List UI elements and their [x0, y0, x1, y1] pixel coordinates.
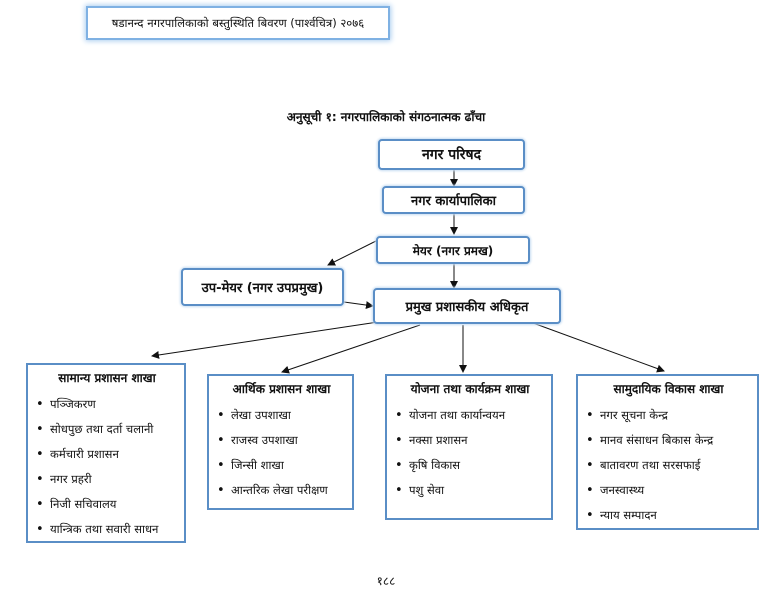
- branch-general-administration: सामान्य प्रशासन शाखा पञ्जिकरण सोधपुछ तथा…: [26, 363, 186, 543]
- branch-planning-programs: योजना तथा कार्यक्रम शाखा योजना तथा कार्य…: [385, 374, 553, 520]
- branch-community-development: सामुदायिक विकास शाखा नगर सूचना केन्द्र म…: [576, 374, 759, 530]
- arrow-cao-branch-2: [281, 324, 421, 374]
- list-item: यान्त्रिक तथा सवारी साधन: [36, 517, 178, 542]
- node-mayor: मेयर (नगर प्रमख): [376, 236, 530, 264]
- branch-title: सामुदायिक विकास शाखा: [613, 382, 724, 396]
- list-item: योजना तथा कार्यान्वयन: [395, 403, 545, 428]
- branch-title: सामान्य प्रशासन शाखा: [58, 371, 156, 385]
- list-item: कर्मचारी प्रशासन: [36, 442, 178, 467]
- node-cao-label: प्रमुख प्रशासकीय अधिकृत: [405, 300, 529, 315]
- arrow-cao-branch-1: [151, 321, 379, 359]
- list-item: राजस्व उपशाखा: [217, 428, 346, 453]
- list-item: न्याय सम्पादन: [586, 503, 751, 528]
- diagram-title: अनुसूची १: नगरपालिकाको संगठनात्मक ढाँचा: [286, 110, 486, 124]
- list-item: मानव संसाधन बिकास केन्द्र: [586, 428, 751, 453]
- node-cao: प्रमुख प्रशासकीय अधिकृत: [373, 288, 561, 324]
- list-item: बातावरण तथा सरसफाई: [586, 453, 751, 478]
- list-item: लेखा उपशाखा: [217, 403, 346, 428]
- document-header: षडानन्द नगरपालिकाको बस्तुस्थिति बिवरण (प…: [86, 6, 390, 40]
- page-number: १८८: [376, 574, 396, 588]
- arrow-cao-branch-4: [532, 322, 665, 373]
- node-deputy-mayor-label: उप-मेयर (नगर उपप्रमुख): [201, 281, 324, 296]
- node-council-label: नगर परिषद: [421, 147, 482, 163]
- node-council: नगर परिषद: [378, 139, 525, 170]
- node-mayor-label: मेयर (नगर प्रमख): [412, 243, 494, 258]
- list-item: आन्तरिक लेखा परीक्षण: [217, 478, 346, 503]
- arrow-deputy-cao: [343, 301, 374, 310]
- list-item: जनस्वास्थ्य: [586, 478, 751, 503]
- list-item: नगर प्रहरी: [36, 467, 178, 492]
- branch-title: योजना तथा कार्यक्रम शाखा: [410, 382, 530, 396]
- list-item: निजी सचिवालय: [36, 492, 178, 517]
- list-item: पशु सेवा: [395, 478, 545, 503]
- arrow-mayor-deputy: [327, 239, 379, 266]
- list-item: कृषि विकास: [395, 453, 545, 478]
- node-executive: नगर कार्यापालिका: [382, 186, 525, 214]
- node-executive-label: नगर कार्यापालिका: [411, 194, 496, 209]
- node-deputy-mayor: उप-मेयर (नगर उपप्रमुख): [181, 268, 344, 306]
- branch-title: आर्थिक प्रशासन शाखा: [232, 382, 331, 396]
- header-title: षडानन्द नगरपालिकाको बस्तुस्थिति बिवरण (प…: [111, 15, 365, 30]
- list-item: नगर सूचना केन्द्र: [586, 403, 751, 428]
- list-item: नक्सा प्रशासन: [395, 428, 545, 453]
- list-item: पञ्जिकरण: [36, 392, 178, 417]
- branch-financial-administration: आर्थिक प्रशासन शाखा लेखा उपशाखा राजस्व उ…: [207, 374, 354, 510]
- list-item: जिन्सी शाखा: [217, 453, 346, 478]
- list-item: सोधपुछ तथा दर्ता चलानी: [36, 417, 178, 442]
